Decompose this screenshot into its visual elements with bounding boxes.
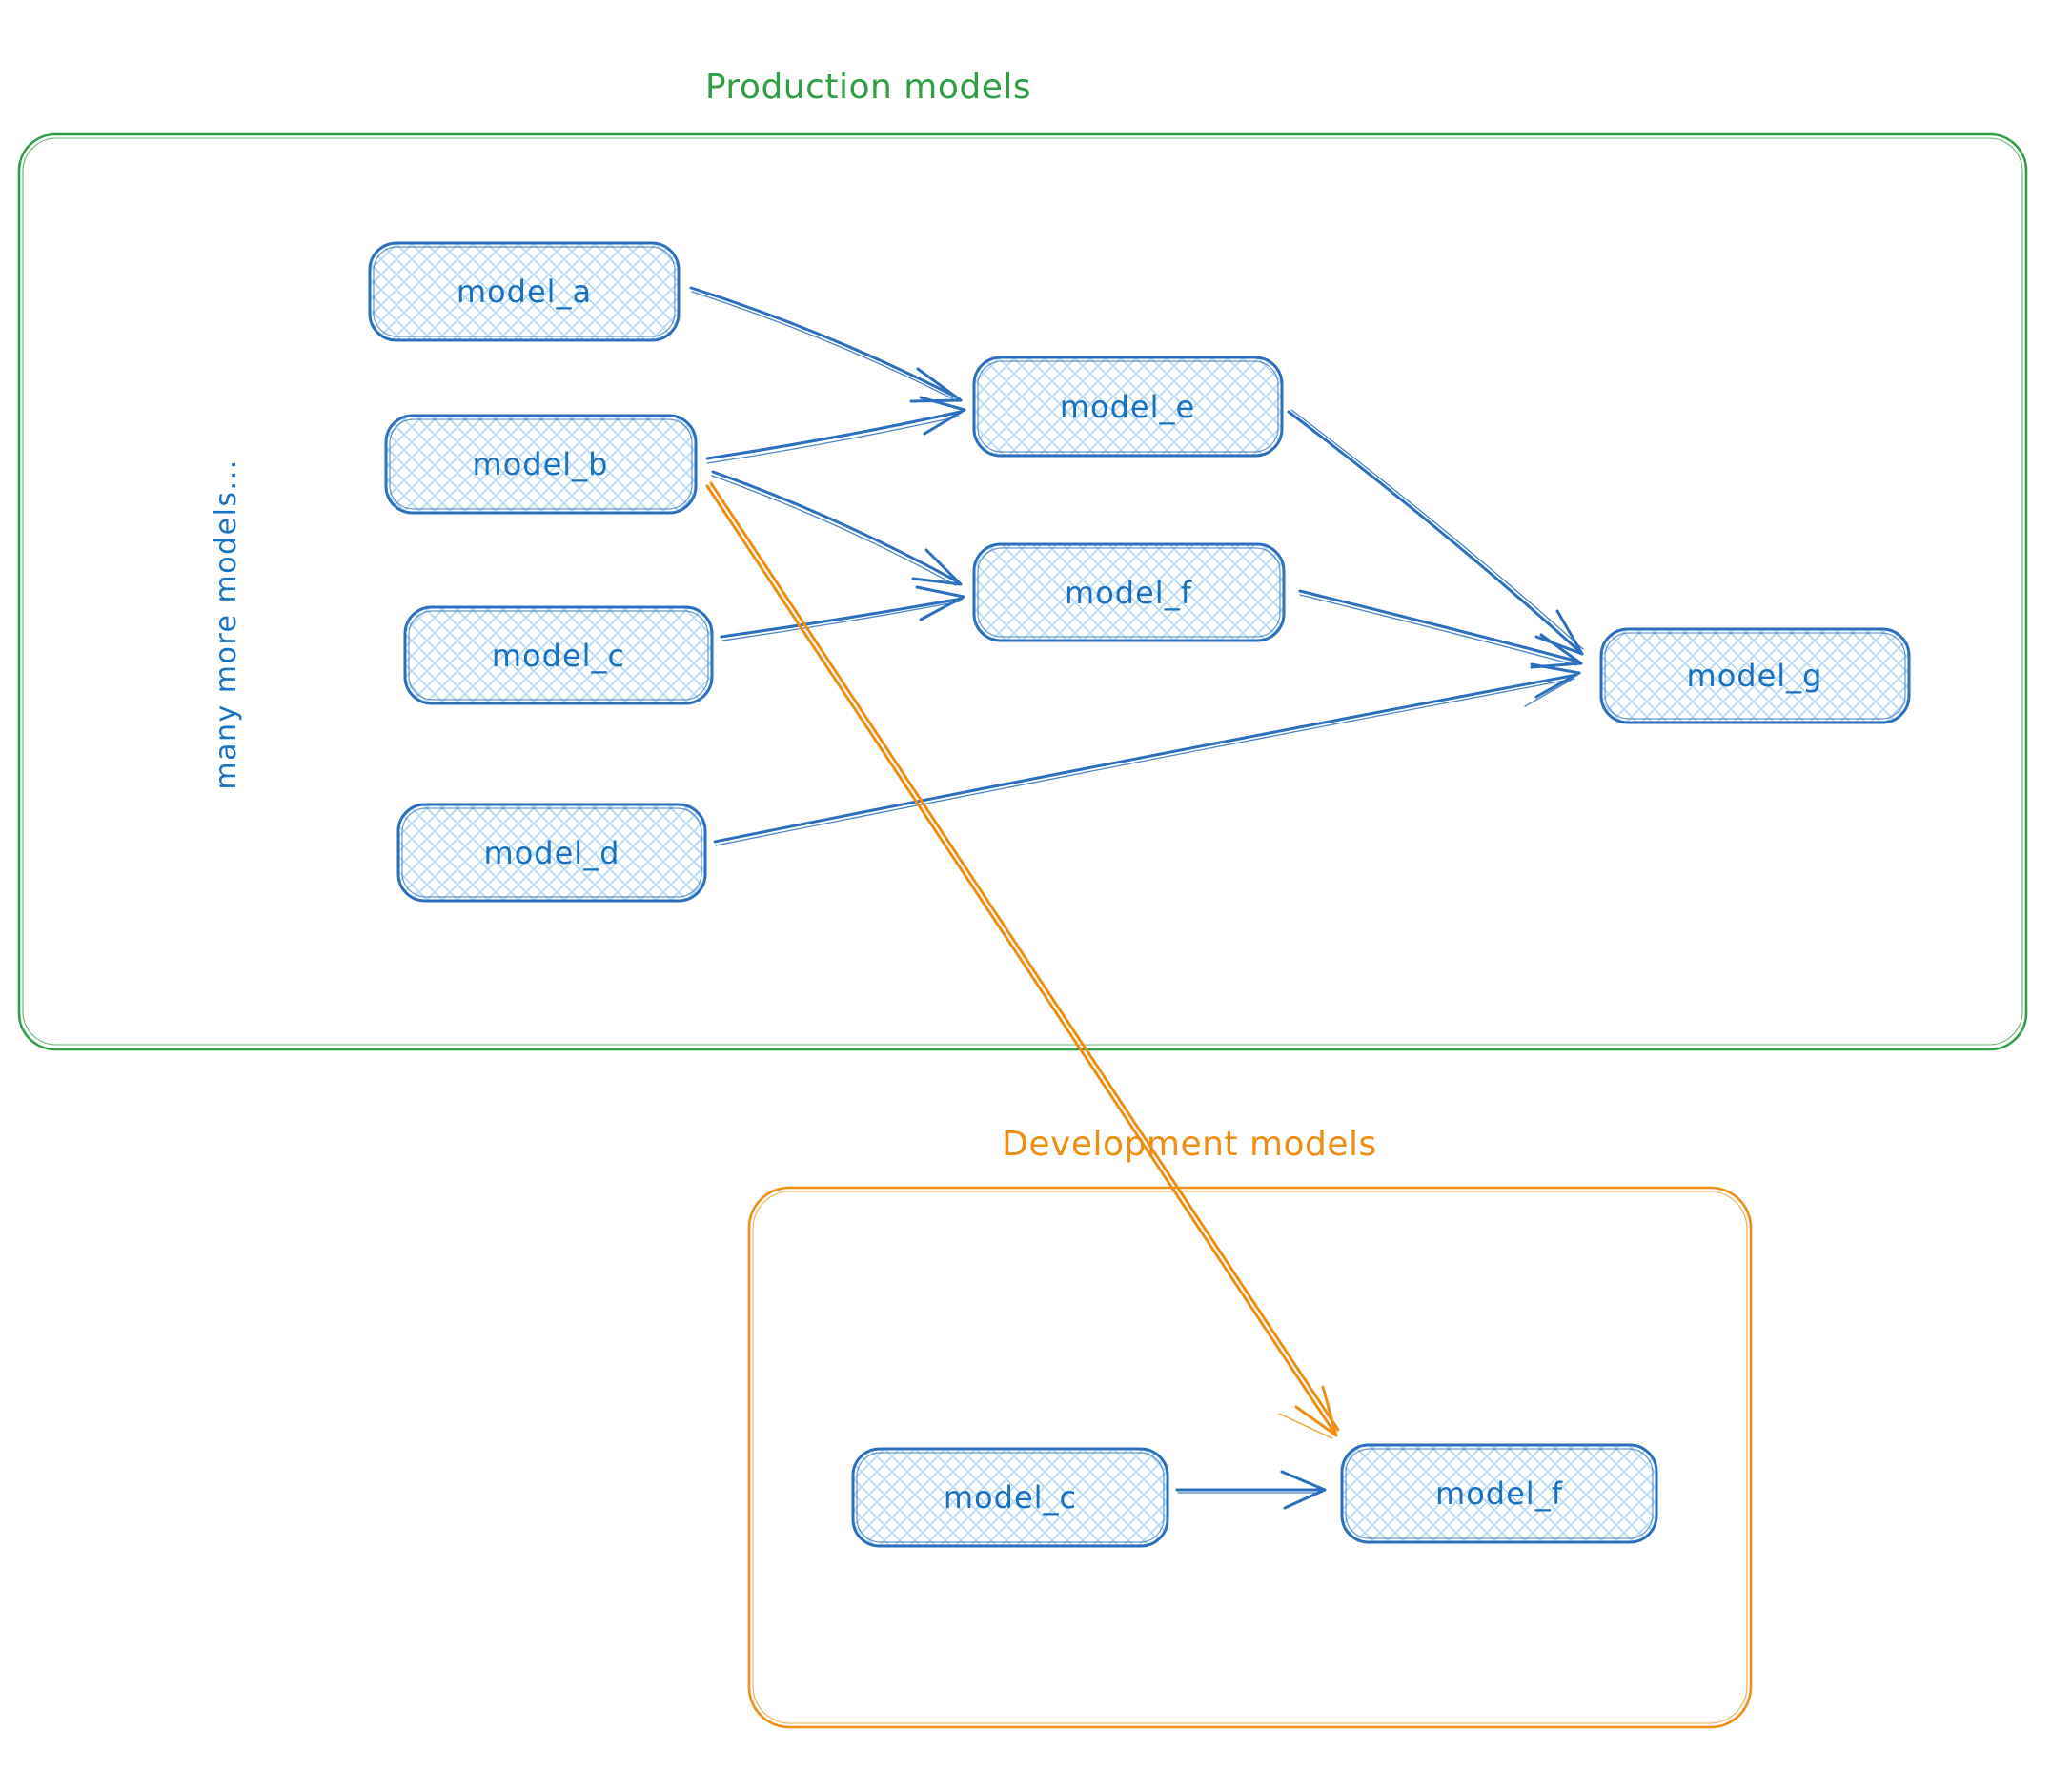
node-dev-model-c: model_c bbox=[851, 1447, 1169, 1548]
node-label-model-f: model_f bbox=[1065, 575, 1192, 611]
node-label-model-a: model_a bbox=[457, 274, 592, 310]
edge-model-c-to-model-f bbox=[720, 585, 965, 641]
node-label-model-g: model_g bbox=[1687, 658, 1823, 694]
development-title: Development models bbox=[1002, 1125, 1377, 1164]
node-model-a: model_a bbox=[368, 241, 681, 342]
development-group: Development models bbox=[747, 1125, 1753, 1729]
production-group: Production models many more models... bbox=[17, 68, 2028, 1051]
edge-model-d-to-model-g bbox=[713, 662, 1581, 846]
node-label-model-c: model_c bbox=[492, 638, 625, 674]
node-model-e: model_e bbox=[972, 356, 1284, 458]
node-model-d: model_d bbox=[396, 803, 707, 903]
edge-model-f-to-model-g bbox=[1298, 589, 1583, 669]
node-label-dev-model-c: model_c bbox=[944, 1479, 1077, 1516]
node-label-dev-model-f: model_f bbox=[1435, 1476, 1563, 1512]
development-frame bbox=[747, 1186, 1753, 1729]
development-frame-sketch bbox=[752, 1191, 1748, 1724]
production-frame-sketch bbox=[22, 137, 2023, 1046]
production-frame bbox=[17, 132, 2028, 1051]
node-model-f: model_f bbox=[972, 542, 1286, 642]
node-label-model-d: model_d bbox=[484, 835, 620, 871]
edge-model-b-to-dev-model-f bbox=[705, 481, 1340, 1439]
many-more-models-label: many more models... bbox=[210, 458, 243, 789]
node-label-model-b: model_b bbox=[473, 446, 609, 482]
edge-model-a-to-model-e bbox=[689, 286, 963, 403]
node-label-model-e: model_e bbox=[1060, 389, 1195, 425]
node-dev-model-f: model_f bbox=[1340, 1443, 1658, 1544]
edge-dev-model-c-to-dev-model-f bbox=[1175, 1470, 1327, 1510]
edge-model-b-to-model-e bbox=[705, 396, 966, 464]
production-title: Production models bbox=[705, 68, 1031, 107]
edge-model-e-to-model-g bbox=[1287, 409, 1584, 656]
node-model-b: model_b bbox=[384, 414, 698, 515]
node-model-g: model_g bbox=[1599, 627, 1911, 724]
node-model-c: model_c bbox=[403, 605, 714, 705]
edge-model-b-to-model-f bbox=[711, 470, 963, 586]
